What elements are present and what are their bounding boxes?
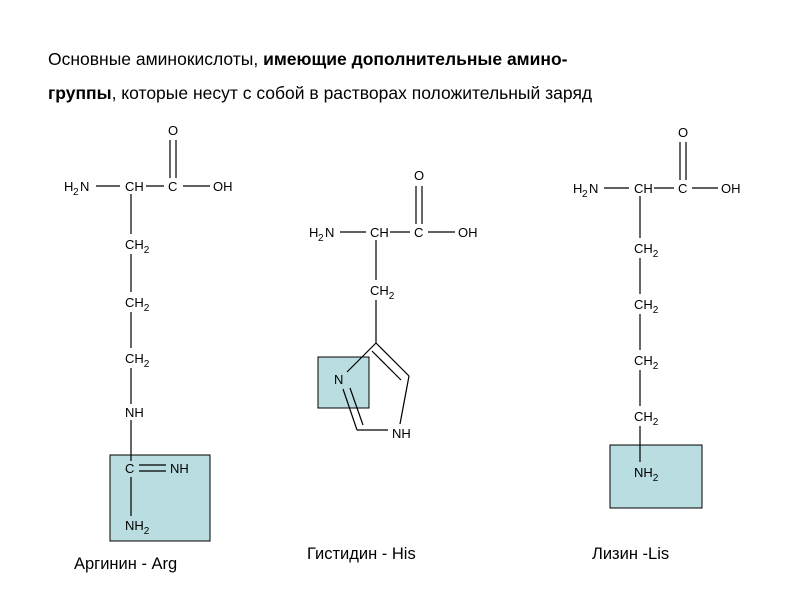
his-h2n-h: H [309,225,318,240]
his-ch-label: CH [370,225,389,240]
slide-heading: Основные аминокислоты, имеющие дополните… [48,42,768,110]
arg-nh-guanidino: NH [170,461,189,476]
his-ring-nh-label: NH [392,426,411,441]
arg-ch-label: CH [125,179,144,194]
his-ring-n-label: N [334,372,343,387]
arg-ch2-2: CH2 [125,295,150,314]
arg-h2n-h: H [64,179,73,194]
arginine-guanidino-highlight [109,454,211,542]
lysine-amino-highlight [609,444,703,509]
heading-text-bold-2: группы [48,83,112,103]
heading-line-2: группы, которые несут с собой в раствора… [48,76,768,110]
lysine-caption: Лизин -Lis [592,545,670,563]
heading-line-1: Основные аминокислоты, имеющие дополните… [48,42,768,76]
histidine-caption: Гистидин - His [307,545,416,563]
histidine-structure: О H 2 N CH C OH CH2 N NH [309,168,478,441]
arg-o-label: О [168,123,178,138]
his-o-label: О [414,168,424,183]
arginine-caption: Аргинин - Arg [74,555,178,573]
lys-h2n-h: H [573,181,582,196]
lys-ch2-3: CH2 [634,353,659,372]
lysine-structure: О H 2 N CH C OH CH2 CH2 CH2 CH2 NH2 [573,125,741,509]
lys-ch-label: CH [634,181,653,196]
his-c-label: C [414,225,423,240]
lys-ch2-1: CH2 [634,241,659,260]
his-oh-label: OH [458,225,478,240]
arg-nh2-label: NH2 [125,518,150,537]
lys-ch2-4: CH2 [634,409,659,428]
arg-c-guanidino: C [125,461,134,476]
his-h2n-n: N [325,225,334,240]
lys-nh2-label: NH2 [634,465,659,484]
arg-c-label: C [168,179,177,194]
lys-ch2-2: CH2 [634,297,659,316]
his-h2n-sub: 2 [318,233,324,244]
lys-h2n-sub: 2 [582,189,588,200]
arg-ch2-1: CH2 [125,237,150,256]
his-ch2-label: CH2 [370,283,395,302]
arg-ch2-3: CH2 [125,351,150,370]
lys-h2n-n: N [589,181,598,196]
arg-nh-label: NH [125,405,144,420]
arginine-structure: О H 2 N CH C OH CH2 CH2 CH2 NH C NH NH2 [64,123,233,542]
heading-text-bold: имеющие дополнительные амино- [263,49,568,69]
arg-h2n-sub: 2 [73,187,79,198]
heading-text-plain-2: , которые несут с собой в растворах поло… [111,83,593,103]
histidine-ring-n-highlight [317,356,370,409]
arg-h2n-n: N [80,179,89,194]
lys-oh-label: OH [721,181,741,196]
lys-o-label: О [678,125,688,140]
lys-c-label: C [678,181,687,196]
heading-text-plain: Основные аминокислоты, [48,49,264,69]
arg-oh-label: OH [213,179,233,194]
